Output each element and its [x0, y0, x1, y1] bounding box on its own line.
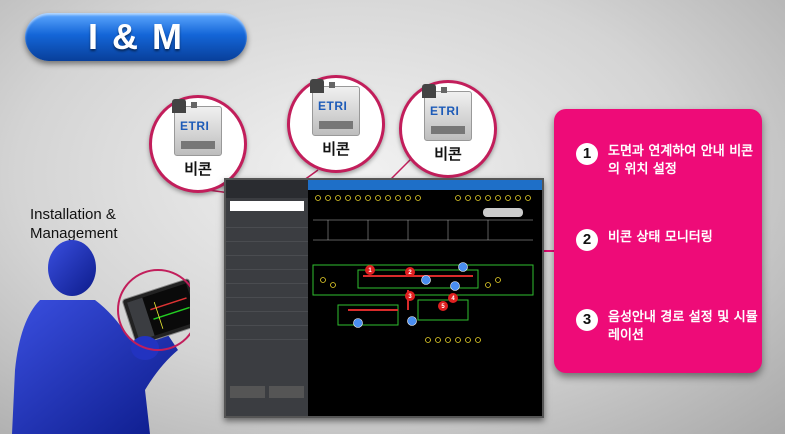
feature-item-2: 2 비콘 상태 모니터링: [576, 229, 758, 251]
floor-plan-titlebar: [308, 180, 542, 190]
feature-number: 1: [576, 143, 598, 165]
beacon-label: 비콘: [322, 140, 350, 158]
title-banner: I & M: [25, 13, 247, 61]
person-silhouette: [12, 240, 190, 434]
beacon-logo: ETRI: [180, 119, 210, 133]
sidebar-button[interactable]: [230, 386, 265, 398]
beacon-label: 비콘: [184, 160, 212, 178]
sidebar-row[interactable]: [226, 284, 308, 298]
caption-line-1: Installation &: [30, 206, 116, 223]
sidebar-select[interactable]: [230, 201, 304, 211]
map-marker-5[interactable]: 5: [441, 304, 445, 310]
beacon-logo: ETRI: [430, 104, 460, 118]
sidebar-row[interactable]: [226, 326, 308, 340]
beacon-device-icon: ETRI: [172, 99, 222, 156]
sidebar-row[interactable]: [226, 214, 308, 228]
feature-item-3: 3 음성안내 경로 설정 및 시뮬레이션: [576, 309, 758, 345]
beacon-logo: ETRI: [318, 99, 348, 113]
floor-plan-view: 1 2 3 4 5: [308, 180, 542, 416]
feature-number: 2: [576, 229, 598, 251]
sidebar-row[interactable]: [226, 312, 308, 326]
sidebar-row[interactable]: [226, 228, 308, 242]
beacon-device-icon: ETRI: [422, 84, 472, 141]
feature-number: 3: [576, 309, 598, 331]
sidebar-row[interactable]: [226, 256, 308, 270]
beacon-1: ETRI 비콘: [149, 95, 247, 193]
tablet-screen: 1 2 3 4 5: [224, 178, 544, 418]
feature-text: 도면과 연계하여 안내 비콘의 위치 설정: [608, 144, 754, 177]
beacon-label: 비콘: [434, 145, 462, 163]
feature-text: 음성안내 경로 설정 및 시뮬레이션: [608, 310, 758, 343]
map-marker-3[interactable]: 3: [408, 294, 412, 300]
map-marker-1[interactable]: 1: [368, 268, 372, 274]
sidebar-button[interactable]: [269, 386, 304, 398]
features-panel: 1 도면과 연계하여 안내 비콘의 위치 설정 2 비콘 상태 모니터링 3 음…: [554, 109, 762, 373]
sidebar-row[interactable]: [226, 270, 308, 284]
floor-plan-map[interactable]: 1 2 3 4 5: [308, 190, 538, 412]
beacon-2: ETRI 비콘: [287, 75, 385, 173]
map-marker-2[interactable]: 2: [408, 270, 412, 276]
installation-caption: Installation & Management: [30, 205, 118, 243]
beacon-device-icon: ETRI: [310, 79, 360, 136]
feature-item-1: 1 도면과 연계하여 안내 비콘의 위치 설정: [576, 143, 758, 179]
tablet-sidebar: [226, 180, 308, 416]
sidebar-row[interactable]: [226, 298, 308, 312]
sidebar-header: [226, 180, 308, 198]
sidebar-row[interactable]: [226, 242, 308, 256]
beacon-3: ETRI 비콘: [399, 80, 497, 178]
caption-line-2: Management: [30, 225, 118, 242]
map-marker-4[interactable]: 4: [451, 296, 455, 302]
sidebar-buttons: [230, 386, 304, 398]
feature-text: 비콘 상태 모니터링: [608, 230, 713, 245]
